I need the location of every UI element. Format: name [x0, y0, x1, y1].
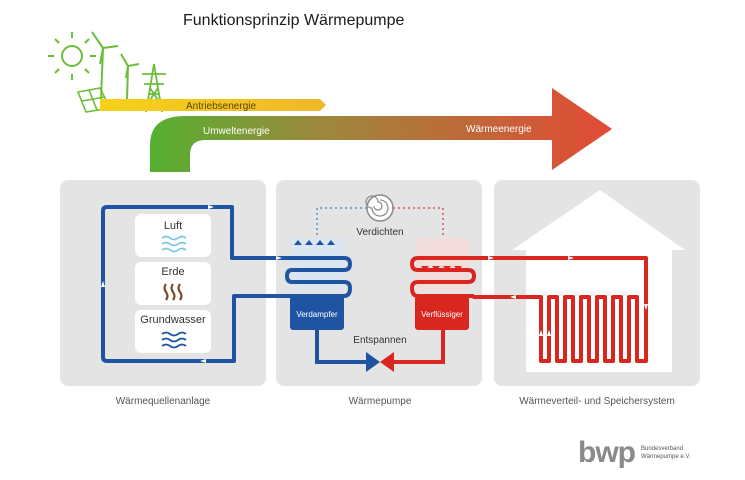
evaporator-label: Verdampfer — [296, 310, 338, 319]
evaporator — [284, 238, 353, 330]
source-item-earth: Erde — [161, 266, 184, 278]
condenser-label: Verflüssiger — [421, 310, 463, 319]
expansion-loop — [315, 330, 445, 364]
logo-line-2: Wärmepumpe e.V. — [641, 454, 691, 460]
earth-heat-icon — [163, 283, 183, 301]
compress-label: Verdichten — [356, 227, 403, 238]
condenser — [409, 238, 477, 330]
sun-icon — [48, 32, 96, 80]
pump-caption: Wärmepumpe — [349, 396, 412, 407]
water-wave-icon — [161, 331, 187, 349]
distribution-caption: Wärmeverteil- und Speichersystem — [519, 396, 675, 407]
energy-flow-arrow — [100, 88, 612, 172]
logo-line-1: Bundesverband — [641, 446, 684, 452]
drive-energy-label: Antriebsenergie — [186, 101, 256, 112]
expand-label: Entspannen — [353, 335, 406, 346]
source-caption: Wärmequellenanlage — [116, 396, 211, 407]
source-card-earth — [135, 262, 211, 305]
page-title: Funktionsprinzip Wärmepumpe — [183, 12, 405, 29]
source-item-groundwater: Grundwasser — [140, 314, 206, 326]
source-card-groundwater — [135, 310, 211, 353]
expansion-valve-icon — [366, 352, 394, 372]
source-card-air — [135, 214, 211, 257]
logo-mark: bwp — [578, 436, 636, 469]
heat-pump-panel — [276, 180, 482, 386]
distribution-loop-arrows — [488, 256, 648, 336]
source-item-air: Luft — [164, 220, 182, 232]
source-loop-arrows — [101, 205, 282, 363]
bwp-logo: bwp Bundesverband Wärmepumpe e.V. — [578, 438, 690, 468]
wind-turbine-icon — [91, 31, 140, 101]
air-wave-icon — [161, 235, 187, 253]
heat-energy-label: Wärmeenergie — [466, 124, 532, 135]
compressor-icon — [365, 194, 394, 222]
distribution-loop — [472, 256, 648, 363]
logo-text: Bundesverband Wärmepumpe e.V. — [641, 445, 690, 461]
compressor-lines — [316, 207, 444, 240]
environment-energy-label: Umweltenergie — [203, 126, 270, 137]
